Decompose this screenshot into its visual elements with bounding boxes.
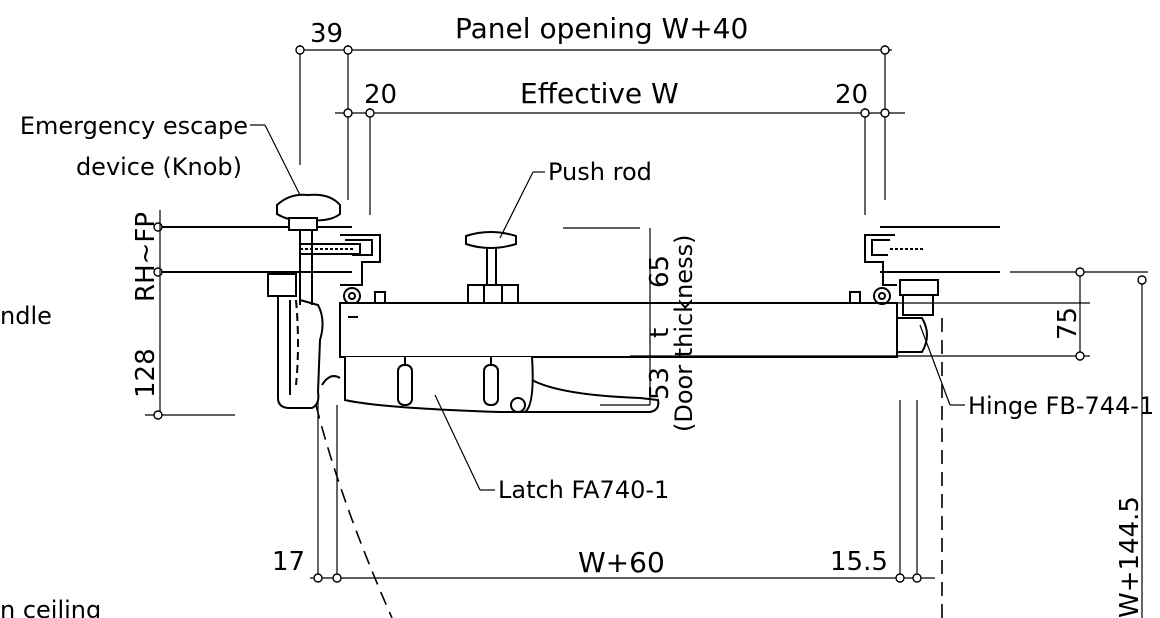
- door-slab: [339, 291, 898, 358]
- effective-width-dimension: [335, 108, 905, 215]
- height-dimension-lines: [145, 227, 1148, 618]
- bottom-dimension-lines: [310, 400, 935, 583]
- dim-rh-fp: RH~FP: [131, 212, 161, 302]
- ceiling-label-partial: n ceiling: [0, 596, 101, 618]
- escape-device-label-line1: Emergency escape: [20, 112, 248, 140]
- dim-20-left: 20: [364, 80, 397, 110]
- dim-75: 75: [1053, 307, 1083, 340]
- door-thickness-label: (Door thickness): [670, 235, 698, 432]
- dim-20-right: 20: [835, 80, 868, 110]
- dim-w-plus-60: W+60: [578, 546, 665, 579]
- left-ceiling-panel: [153, 210, 352, 415]
- dim-w-plus-144-5: W+144.5: [1115, 496, 1145, 618]
- push-rod-label: Push rod: [548, 158, 652, 186]
- right-ceiling-panel: [880, 226, 1000, 273]
- dim-65: 65: [645, 255, 675, 288]
- effective-width-label: Effective W: [520, 77, 679, 110]
- latch-body: [321, 356, 660, 413]
- dim-15-5: 15.5: [830, 547, 888, 577]
- handle-label-partial: ndle: [0, 302, 52, 330]
- push-rod: [465, 231, 519, 304]
- door-swing-arc: [315, 404, 393, 618]
- dim-t: t: [645, 328, 675, 338]
- right-frame-profile: [864, 234, 925, 305]
- leader-lines: [250, 124, 965, 491]
- dim-17: 17: [272, 547, 305, 577]
- dim-53: 53: [645, 367, 675, 400]
- panel-opening-dimension: [295, 45, 892, 200]
- hinge-label: Hinge FB-744-1: [968, 392, 1154, 420]
- latch-label: Latch FA740-1: [498, 476, 669, 504]
- panel-opening-label: Panel opening W+40: [455, 12, 748, 45]
- dim-39: 39: [310, 19, 343, 49]
- escape-device-label-line2: device (Knob): [76, 153, 242, 181]
- left-handle-bracket: [267, 273, 324, 409]
- hinge: [896, 279, 939, 353]
- dim-128: 128: [131, 348, 161, 398]
